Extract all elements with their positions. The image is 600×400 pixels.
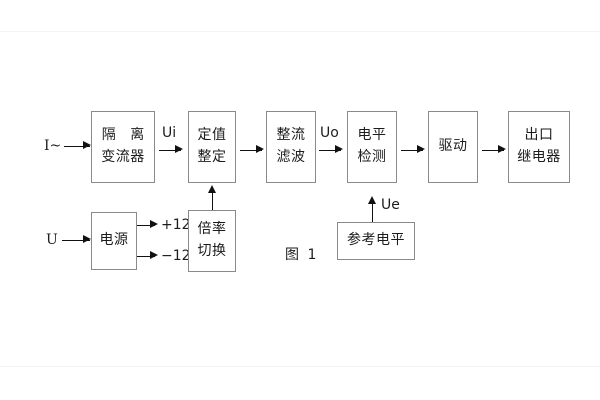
connector-uo-arrowhead — [335, 145, 343, 153]
block-multiplier-switch-line-1: 倍率 — [197, 221, 227, 238]
block-output-relay-line-2: 继电器 — [517, 149, 561, 165]
block-rectify-filter-line-2: 滤波 — [276, 149, 306, 165]
block-multiplier-switch: 倍率 切换 — [188, 210, 236, 272]
connector-ue-arrowhead — [368, 196, 376, 204]
supply-negative-arrowhead — [150, 251, 158, 259]
connector-multiplier-to-setting-arrowhead — [208, 185, 216, 193]
input-label-voltage: U — [46, 232, 58, 248]
block-output-relay-line-1: 出口 — [524, 127, 554, 144]
block-level-detection: 电平 检测 — [347, 111, 397, 183]
signal-label-uo: Uo — [320, 125, 339, 141]
connector-uo-line — [319, 150, 341, 151]
block-isolating-transformer: 隔 离 变流器 — [91, 111, 155, 183]
input-voltage-arrowhead — [83, 235, 91, 243]
connector-drive-to-output-line — [482, 150, 504, 151]
block-isolating-transformer-line-1: 隔 离 — [101, 127, 150, 144]
block-reference-level-line-1: 参考电平 — [347, 232, 405, 249]
block-rectify-filter-line-1: 整流 — [276, 127, 306, 144]
signal-label-ui: Ui — [162, 125, 177, 141]
connector-ue-line — [372, 202, 373, 222]
block-level-detection-line-1: 电平 — [357, 127, 387, 144]
block-setting-value-line-2: 整定 — [197, 149, 227, 165]
block-output-relay: 出口 继电器 — [508, 111, 570, 183]
block-drive: 驱动 — [428, 111, 478, 183]
input-current-arrowhead — [83, 141, 91, 149]
block-level-detection-line-2: 检测 — [357, 149, 387, 165]
supply-positive-line — [137, 225, 155, 226]
signal-label-ue: Ue — [381, 197, 400, 213]
connector-setting-to-rectify-line — [240, 150, 262, 151]
supply-negative-line — [137, 256, 155, 257]
figure-caption: 图 1 — [285, 247, 319, 263]
connector-setting-to-rectify-arrowhead — [256, 145, 264, 153]
block-setting-value-line-1: 定值 — [197, 127, 227, 144]
block-multiplier-switch-line-2: 切换 — [197, 243, 227, 259]
block-power-supply-line-1: 电源 — [99, 232, 129, 249]
connector-ui-line — [159, 150, 181, 151]
input-voltage-line — [62, 240, 90, 241]
block-drive-line-1: 驱动 — [438, 138, 468, 155]
block-setting-value: 定值 整定 — [188, 111, 236, 183]
block-rectify-filter: 整流 滤波 — [266, 111, 316, 183]
connector-level-to-drive-arrowhead — [417, 145, 425, 153]
connector-drive-to-output-arrowhead — [498, 145, 506, 153]
block-power-supply: 电源 — [91, 212, 137, 270]
input-current-line — [64, 146, 90, 147]
connector-level-to-drive-line — [401, 150, 423, 151]
block-reference-level: 参考电平 — [337, 222, 415, 260]
supply-positive-arrowhead — [150, 220, 158, 228]
connector-multiplier-to-setting-line — [212, 190, 213, 210]
diagram-frame — [0, 31, 600, 367]
connector-ui-arrowhead — [175, 145, 183, 153]
input-label-current: I~ — [44, 138, 62, 154]
block-isolating-transformer-line-2: 变流器 — [101, 149, 145, 165]
